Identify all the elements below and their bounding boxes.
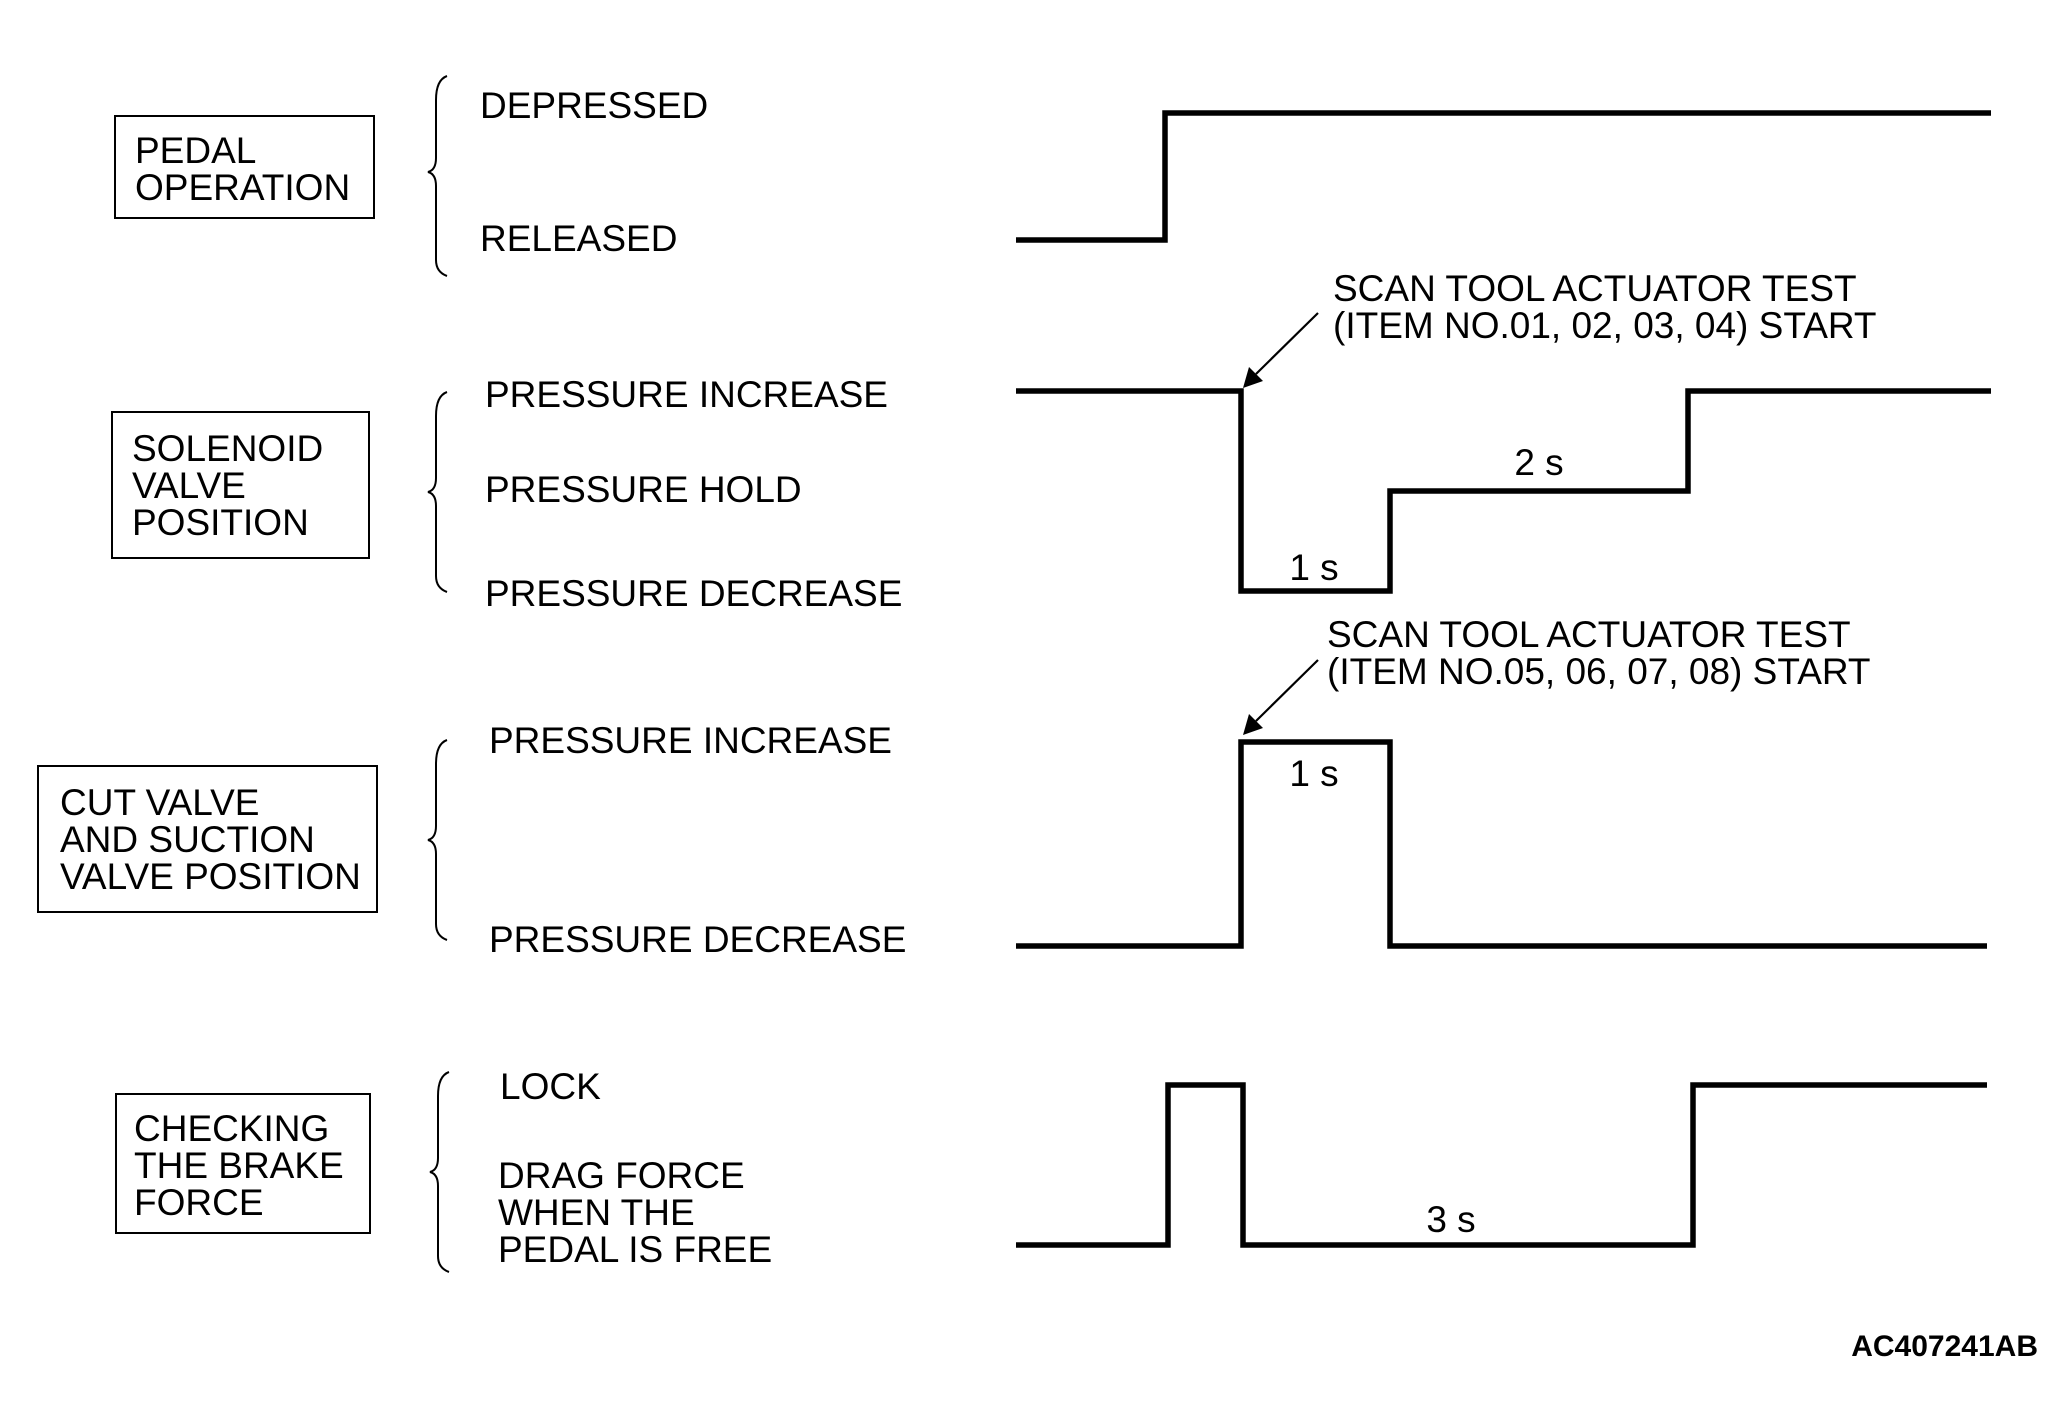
brake-force-state-drag-line-2: WHEN THE: [498, 1192, 695, 1233]
cut-valve-annotation-arrowhead: [1243, 714, 1263, 735]
brake-force-title-line-2: THE BRAKE: [134, 1145, 344, 1186]
brake-force-duration-3s: 3 s: [1426, 1199, 1475, 1240]
cut-valve-title-line-3: VALVE POSITION: [60, 856, 361, 897]
cut-valve-states-brace: [427, 739, 448, 941]
pedal-state-depressed: DEPRESSED: [480, 85, 708, 126]
solenoid-title-box: [111, 411, 370, 559]
cut-valve-title-line-2: AND SUCTION: [60, 819, 315, 860]
solenoid-duration-1s: 1 s: [1289, 547, 1338, 588]
solenoid-title-line-2: VALVE: [132, 465, 246, 506]
brake-force-title-line-1: CHECKING: [134, 1108, 329, 1149]
solenoid-waveform: [1016, 388, 1991, 594]
cut-valve-waveform: [1016, 739, 1987, 949]
cut-valve-state-decrease: PRESSURE DECREASE: [489, 919, 906, 960]
pedal-states-brace: [427, 75, 448, 277]
row-solenoid-valve: SOLENOID VALVE POSITION PRESSURE INCREAS…: [111, 268, 1991, 614]
pedal-title-box: [114, 115, 375, 219]
brake-force-state-drag-line-1: DRAG FORCE: [498, 1155, 745, 1196]
brake-force-state-drag-line-3: PEDAL IS FREE: [498, 1229, 772, 1270]
brake-force-states-brace: [429, 1071, 450, 1273]
pedal-waveform: [1016, 110, 1991, 243]
cut-valve-annotation-arrow-line: [1255, 659, 1319, 722]
solenoid-duration-2s: 2 s: [1514, 442, 1563, 483]
brake-force-title-line-3: FORCE: [134, 1182, 264, 1223]
row-cut-valve: CUT VALVE AND SUCTION VALVE POSITION PRE…: [37, 614, 1987, 960]
cut-valve-annotation-line-2: (ITEM NO.05, 06, 07, 08) START: [1327, 651, 1871, 692]
row-brake-force: CHECKING THE BRAKE FORCE LOCK DRAG FORCE…: [115, 1066, 1987, 1273]
cut-valve-duration-1s: 1 s: [1289, 753, 1338, 794]
pedal-title-line-1: PEDAL: [135, 130, 256, 171]
cut-valve-title-box: [37, 765, 378, 913]
solenoid-title-line-3: POSITION: [132, 502, 309, 543]
solenoid-title-line-1: SOLENOID: [132, 428, 323, 469]
solenoid-state-increase: PRESSURE INCREASE: [485, 374, 888, 415]
cut-valve-title-line-1: CUT VALVE: [60, 782, 259, 823]
solenoid-annotation-line-1: SCAN TOOL ACTUATOR TEST: [1333, 268, 1857, 309]
cut-valve-annotation-line-1: SCAN TOOL ACTUATOR TEST: [1327, 614, 1851, 655]
solenoid-annotation-arrowhead: [1243, 367, 1263, 388]
solenoid-state-hold: PRESSURE HOLD: [485, 469, 802, 510]
solenoid-annotation-line-2: (ITEM NO.01, 02, 03, 04) START: [1333, 305, 1877, 346]
pedal-state-released: RELEASED: [480, 218, 677, 259]
solenoid-state-decrease: PRESSURE DECREASE: [485, 573, 902, 614]
row-pedal-operation: PEDAL OPERATION DEPRESSED RELEASED: [114, 75, 1991, 277]
brake-force-title-box: [115, 1093, 371, 1234]
pedal-title-line-2: OPERATION: [135, 167, 350, 208]
brake-force-waveform: [1016, 1082, 1987, 1248]
solenoid-annotation-arrow-line: [1255, 312, 1319, 375]
cut-valve-state-increase: PRESSURE INCREASE: [489, 720, 892, 761]
brake-force-state-lock: LOCK: [500, 1066, 601, 1107]
solenoid-states-brace: [427, 391, 448, 593]
reference-code: AC407241AB: [1851, 1330, 2038, 1363]
